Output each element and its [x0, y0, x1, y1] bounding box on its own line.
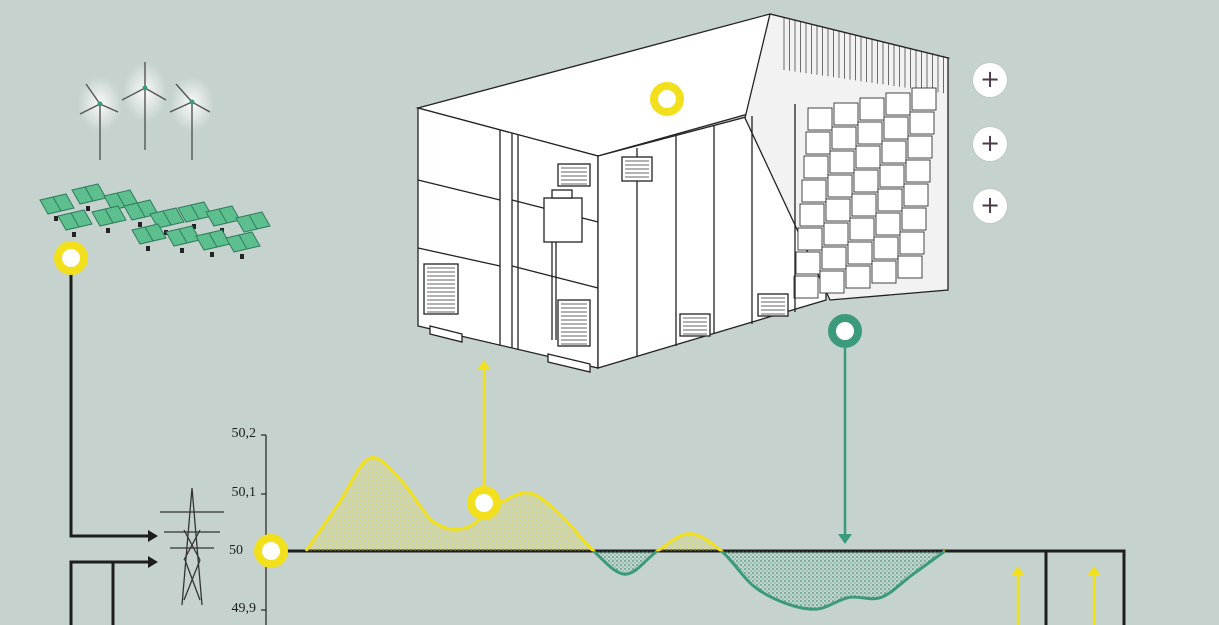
battery-cell — [905, 159, 931, 183]
frequency-curve-low — [306, 551, 946, 611]
solar-hotspot[interactable] — [54, 241, 88, 275]
battery-cell — [849, 217, 875, 241]
battery-cell — [823, 222, 849, 246]
discharge-hotspot[interactable] — [828, 314, 862, 348]
battery-cell — [803, 155, 829, 179]
battery-cell — [847, 241, 873, 265]
plus-icon: + — [979, 65, 1001, 93]
battery-cell — [799, 203, 825, 227]
battery-cell — [805, 131, 831, 155]
plus-icon: + — [979, 129, 1001, 157]
battery-cell — [897, 255, 923, 279]
battery-cell — [859, 97, 885, 121]
tick-label: 50,1 — [231, 485, 257, 500]
battery-cell — [851, 193, 877, 217]
battery-cell — [907, 135, 933, 159]
battery-cell — [879, 164, 905, 188]
power-pylon-icon — [160, 487, 224, 606]
plus-icon: + — [979, 191, 1001, 219]
discharge-arrow — [838, 340, 852, 544]
battery-cell — [801, 179, 827, 203]
battery-cell — [821, 246, 847, 270]
battery-cell — [827, 174, 853, 198]
battery-cell — [797, 227, 823, 251]
frequency-hotspot[interactable] — [254, 534, 288, 568]
frequency-curve-high — [304, 456, 945, 551]
surplus-area — [306, 457, 945, 551]
battery-cell — [871, 260, 897, 284]
battery-cell — [885, 92, 911, 116]
tick-label: 50,2 — [231, 426, 257, 441]
battery-cell — [845, 265, 871, 289]
battery-cell — [877, 188, 903, 212]
battery-cell — [819, 270, 845, 294]
solar-panel-icon — [39, 183, 271, 259]
tick-label: 50 — [229, 543, 243, 558]
battery-cell — [793, 275, 819, 299]
frequency-surplus-area — [306, 457, 945, 551]
expand-button[interactable]: + — [973, 189, 1007, 223]
battery-cell — [807, 107, 833, 131]
battery-cell — [909, 111, 935, 135]
expand-button[interactable]: + — [973, 63, 1007, 97]
frequency-axis — [261, 434, 267, 625]
battery-cell — [853, 169, 879, 193]
battery-cell — [795, 251, 821, 275]
battery-cell — [855, 145, 881, 169]
battery-cell — [911, 87, 937, 111]
battery-cell — [899, 231, 925, 255]
container-top-hotspot[interactable] — [650, 82, 684, 116]
battery-container-icon — [415, 13, 951, 373]
wind-turbine-icon — [78, 62, 214, 160]
battery-cell — [875, 212, 901, 236]
battery-cell — [903, 183, 929, 207]
battery-cell — [873, 236, 899, 260]
battery-cell — [829, 150, 855, 174]
battery-cell — [825, 198, 851, 222]
charge-hotspot[interactable] — [467, 486, 501, 520]
tick-label: 49,9 — [231, 601, 257, 616]
battery-cell — [857, 121, 883, 145]
charge-arrow — [477, 360, 491, 500]
battery-cell — [883, 116, 909, 140]
expand-button[interactable]: + — [973, 127, 1007, 161]
battery-cell — [833, 102, 859, 126]
battery-cell — [831, 126, 857, 150]
battery-cell — [881, 140, 907, 164]
battery-cell — [901, 207, 927, 231]
deficit-area — [306, 551, 945, 610]
frequency-deficit-area — [306, 551, 945, 610]
demand-arrows — [1011, 566, 1101, 625]
